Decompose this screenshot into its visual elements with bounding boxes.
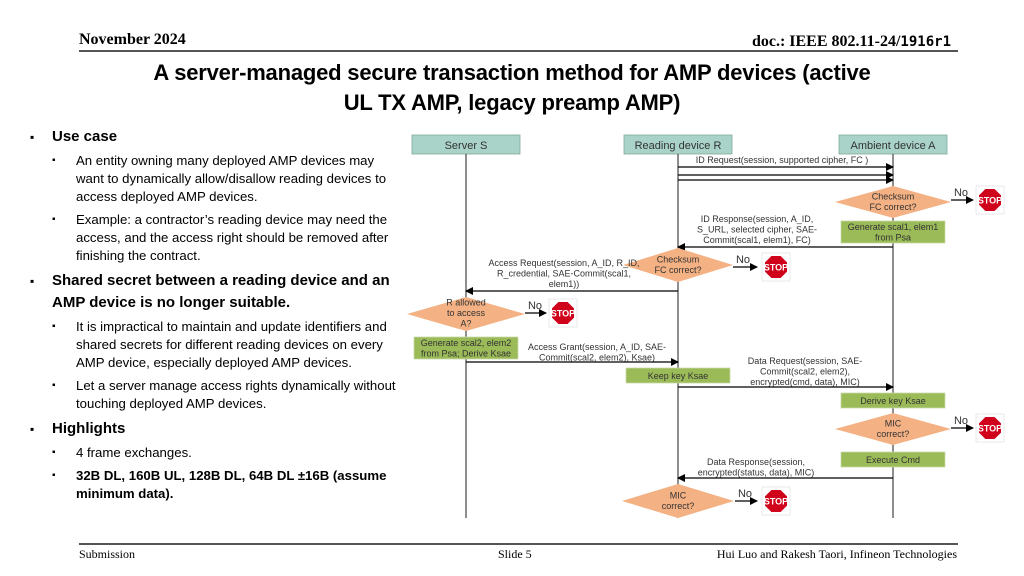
- msg-access-request-label: Access Request(session, A_ID, R_ID,R_cre…: [488, 258, 639, 289]
- action-r-keep-label: Keep key Ksae: [648, 371, 709, 381]
- bullet-highlights-item: 4 frame exchanges.: [30, 444, 400, 462]
- header-date: November 2024: [79, 31, 186, 48]
- action-s-generate-box: [413, 336, 519, 360]
- bullet-use-case: Use case: [30, 126, 400, 148]
- footer-divider: [79, 543, 958, 545]
- decision-a-mic-stop-octagon: [978, 416, 1002, 440]
- header-doc-id: doc.: IEEE 802.11-24/1916r1: [752, 33, 951, 51]
- bullet-shared-secret: Shared secret between a reading device a…: [30, 270, 400, 314]
- decision-s-allowed-stop-octagon: [551, 301, 575, 325]
- doc-prefix: doc.: IEEE 802.11-24/: [751, 33, 901, 50]
- action-a-derive-label: Derive key Ksae: [860, 396, 926, 406]
- decision-a-mic-no-label: No: [954, 415, 968, 427]
- decision-r-checksum-stop-octagon: [764, 255, 788, 279]
- stop-sign-icon: STOP: [975, 185, 1005, 215]
- stop-sign-icon: STOP: [975, 413, 1005, 443]
- decision-a-mic-shape: [835, 413, 951, 445]
- bullet-highlights-item: 32B DL, 160B UL, 128B DL, 64B DL ±16B (a…: [30, 467, 400, 503]
- decision-a-checksum-stop-octagon: [978, 188, 1002, 212]
- action-a-execute-box: [840, 451, 946, 468]
- bullet-shared-secret-item: Let a server manage access rights dynami…: [30, 377, 400, 413]
- stop-sign-icon: STOP: [761, 252, 791, 282]
- decision-r-mic-stop-text: STOP: [764, 497, 788, 507]
- stop-sign-icon: STOP: [761, 486, 791, 516]
- bullet-highlights: Highlights: [30, 418, 400, 440]
- decision-r-checksum-shape: [623, 248, 733, 282]
- decision-a-checksum-shape: [835, 186, 951, 218]
- msg-data-response-label: Data Response(session,encrypted(status, …: [698, 457, 815, 478]
- bullet-shared-secret-item: It is impractical to maintain and update…: [30, 318, 400, 372]
- doc-revision: 1916r1: [900, 34, 951, 50]
- decision-a-checksum-no-label: No: [954, 187, 968, 199]
- msg-access-grant-label: Access Grant(session, A_ID, SAE-Commit(s…: [528, 342, 666, 363]
- title-line-2: UL TX AMP, legacy preamp AMP): [343, 90, 681, 115]
- action-r-keep-box: [625, 367, 731, 384]
- decision-r-mic-shape: [622, 484, 734, 518]
- bullet-list: Use case An entity owning many deployed …: [30, 126, 400, 508]
- decision-a-checksum-stop-text: STOP: [978, 196, 1002, 206]
- footer-authors: Hui Luo and Rakesh Taori, Infineon Techn…: [716, 547, 957, 561]
- footer-submission: Submission: [79, 547, 136, 561]
- action-a-derive-box: [840, 392, 946, 409]
- decision-r-checksum-stop-text: STOP: [764, 263, 788, 273]
- decision-r-mic-stop-octagon: [764, 489, 788, 513]
- decision-r-checksum-no-label: No: [736, 254, 750, 266]
- lifeline-header-reader-label: Reading device R: [635, 140, 722, 152]
- action-a-generate-box: [840, 220, 946, 244]
- slide-title: A server-managed secure transaction meth…: [60, 58, 964, 118]
- bullet-use-case-item: Example: a contractor’s reading device m…: [30, 211, 400, 265]
- action-a-execute-label: Execute Cmd: [866, 455, 920, 465]
- msg-id-response-label: ID Response(session, A_ID,S_URL, selecte…: [697, 214, 817, 245]
- decision-r-mic-no-label: No: [738, 488, 752, 500]
- decision-s-allowed-no-label: No: [528, 300, 542, 312]
- stop-sign-icon: STOP: [548, 298, 578, 328]
- footer-slide-number: Slide 5: [498, 547, 532, 561]
- lifeline-header-ambient-label: Ambient device A: [851, 140, 937, 152]
- msg-data-request-label: Data Request(session, SAE-Commit(scal2, …: [748, 356, 863, 387]
- lifeline-header-server-label: Server S: [445, 140, 488, 152]
- title-line-1: A server-managed secure transaction meth…: [153, 60, 871, 85]
- bullet-use-case-item: An entity owning many deployed AMP devic…: [30, 152, 400, 206]
- decision-s-allowed-stop-text: STOP: [551, 309, 575, 319]
- header-divider: [79, 50, 958, 52]
- decision-s-allowed-shape: [407, 297, 525, 331]
- msg-id-request-label: ID Request(session, supported cipher, FC…: [696, 155, 869, 165]
- decision-a-mic-stop-text: STOP: [978, 424, 1002, 434]
